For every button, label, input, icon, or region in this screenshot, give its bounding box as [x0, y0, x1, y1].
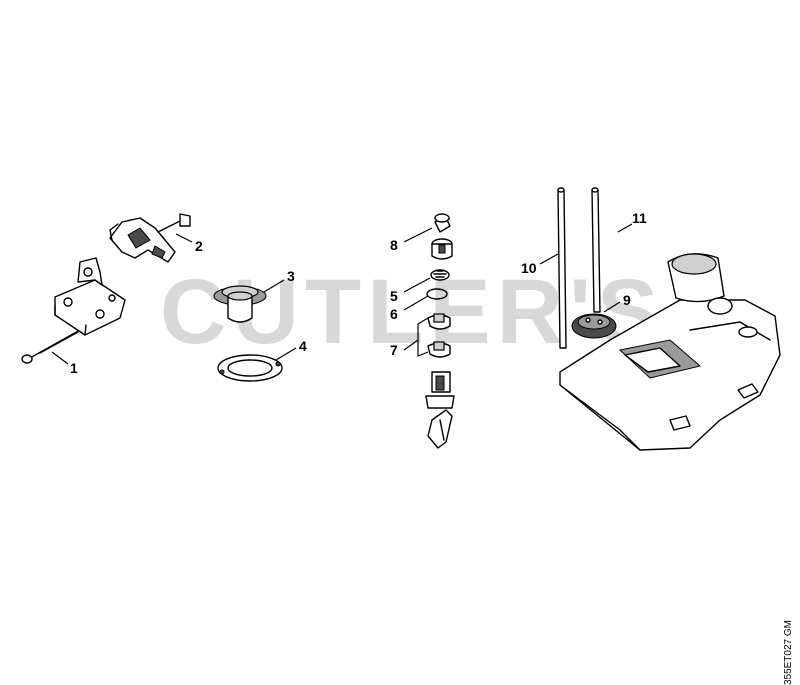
callout-9: 9: [623, 292, 631, 308]
part-11-fuel-line: [591, 187, 601, 313]
part-1-screw: [21, 329, 81, 364]
part-5-strainer: [430, 269, 450, 281]
callout-1: 1: [70, 360, 78, 376]
part-9-grommet: [571, 313, 617, 339]
callout-3: 3: [287, 268, 295, 284]
callout-5: 5: [390, 288, 398, 304]
part-8-cap: [434, 213, 451, 233]
diagram-drawing: [21, 187, 781, 451]
callout-8: 8: [390, 237, 398, 253]
callout-11: 11: [632, 210, 647, 226]
part-7-sleeves: [427, 313, 451, 358]
callout-4: 4: [299, 338, 307, 354]
part-3-intake-boot: [213, 285, 267, 323]
callout-7: 7: [390, 342, 398, 358]
parts-diagram: CUTLER'S: [21, 187, 794, 685]
callout-10: 10: [521, 260, 537, 276]
part-10-fuel-line: [557, 187, 567, 349]
intake-flange-part: [54, 257, 126, 336]
fuel-tank-part: [559, 253, 781, 451]
leader-lines: [51, 223, 633, 365]
pickup-fitting-part: [425, 371, 455, 409]
part-4-gasket: [217, 354, 283, 382]
part-6-ring: [426, 288, 448, 300]
part-2-lever-bracket: [109, 213, 191, 263]
retaining-clip-part: [427, 409, 453, 449]
callout-2: 2: [195, 238, 203, 254]
callout-6: 6: [390, 306, 398, 322]
pickup-body-part: [431, 238, 453, 260]
